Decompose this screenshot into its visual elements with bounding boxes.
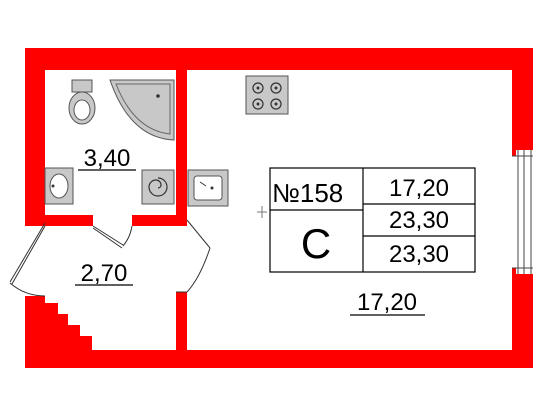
door-icon [9, 219, 211, 297]
area-a-value: 23,30 [389, 207, 449, 234]
living-area-label: 17,20 [357, 289, 417, 316]
walls [25, 48, 533, 368]
outlet-marker [257, 206, 267, 218]
stove-icon [245, 75, 289, 115]
kitchen-sink-icon [187, 169, 229, 207]
window-icon [512, 150, 533, 274]
total-area-value: 17,20 [389, 175, 449, 202]
apartment-info-box [269, 167, 476, 273]
hallway-area-label: 2,70 [81, 260, 128, 287]
toilet-icon [68, 79, 96, 125]
apartment-number: №158 [272, 178, 343, 208]
apartment-type: С [301, 220, 331, 267]
washing-machine-icon [141, 169, 175, 205]
sink-icon [44, 167, 74, 205]
shower-tray-icon [109, 79, 175, 141]
area-b-value: 23,30 [389, 241, 449, 268]
bathroom-area-label: 3,40 [84, 145, 131, 172]
